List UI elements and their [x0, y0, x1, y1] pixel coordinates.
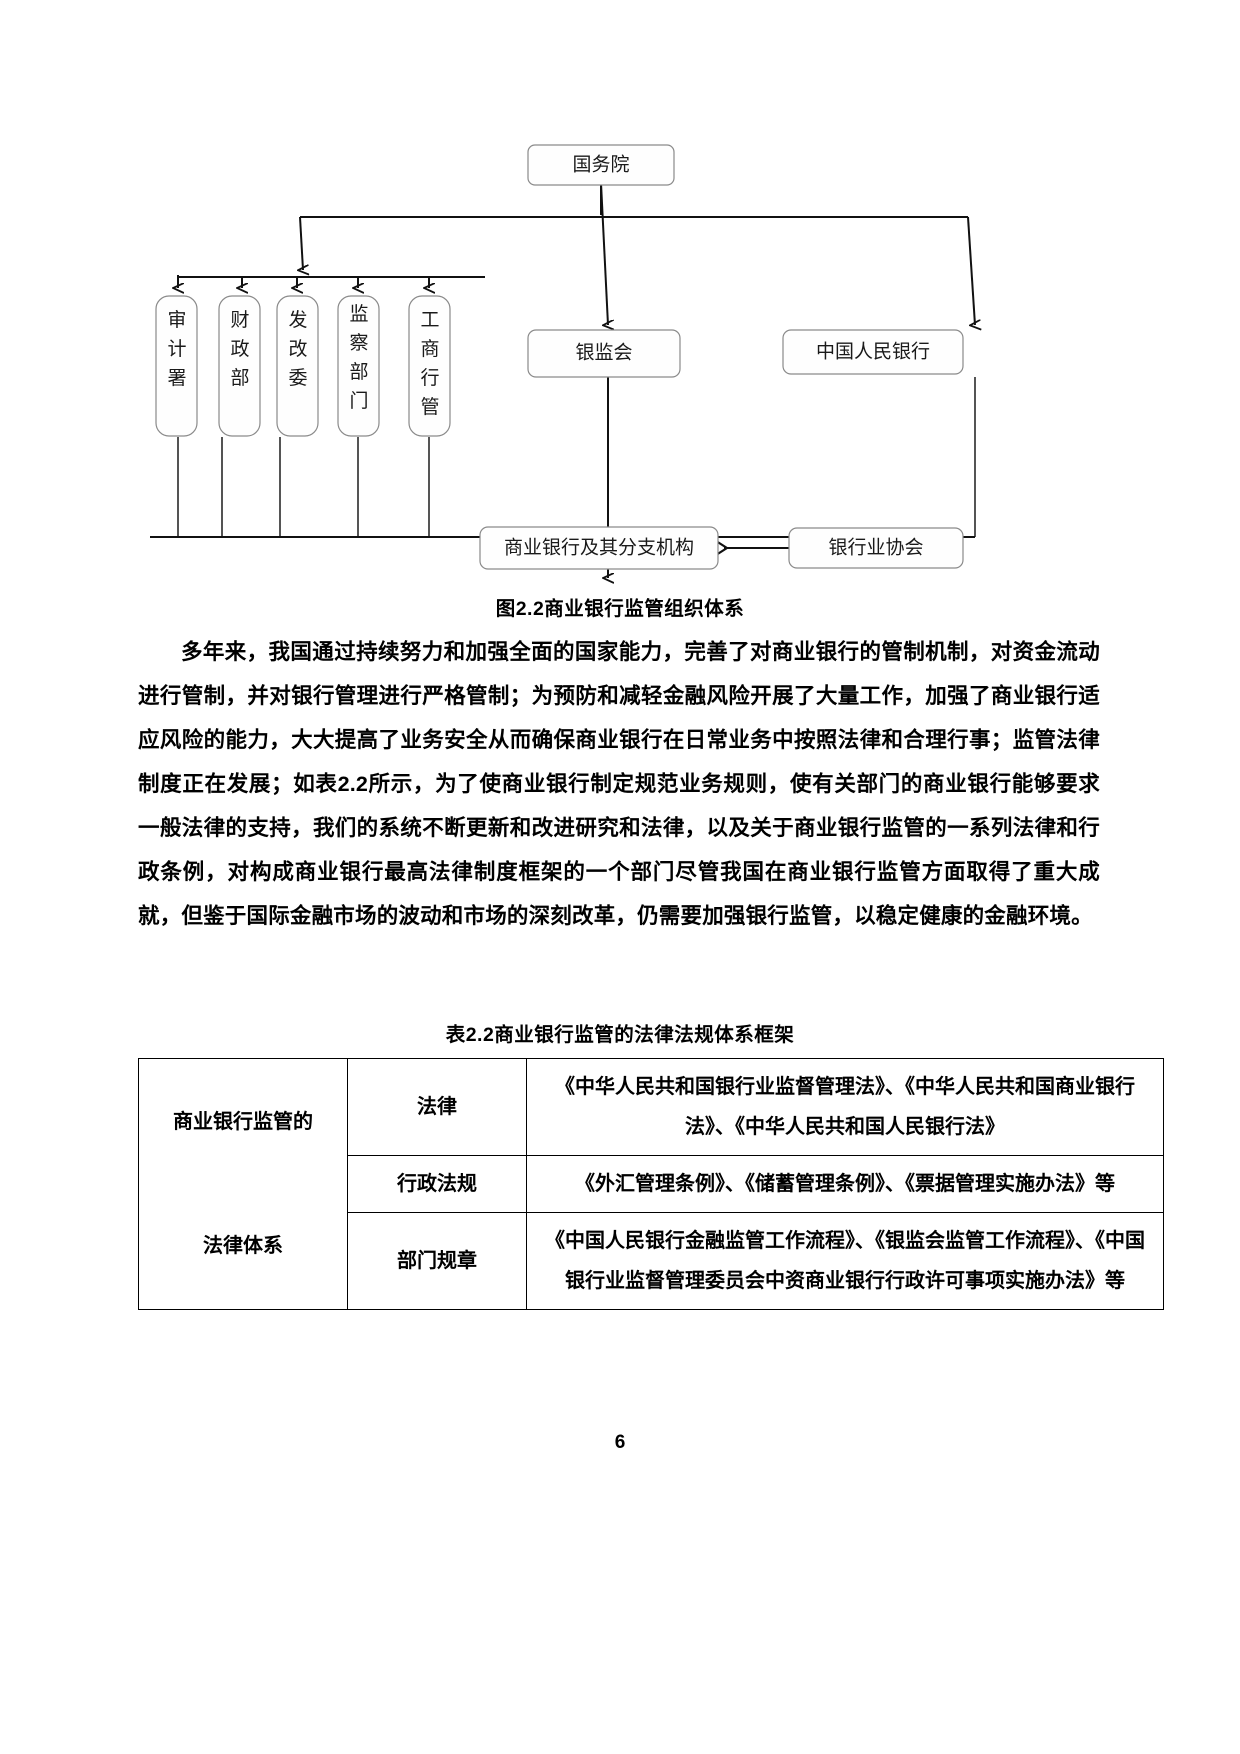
diagram-node-commercial-banks: 商业银行及其分支机构 — [479, 526, 719, 570]
svg-text:部: 部 — [230, 367, 249, 389]
svg-text:工: 工 — [420, 310, 439, 331]
table-cell-content: 《中华人民共和国银行业监督管理法》、《中华人民共和国商业银行法》、《中华人民共和… — [526, 1058, 1164, 1156]
table-row-label-line1: 商业银行监管的 — [173, 1111, 313, 1133]
svg-text:行: 行 — [420, 367, 439, 389]
svg-text:政: 政 — [230, 338, 249, 360]
table-caption: 表2.2商业银行监管的法律法规体系框架 — [445, 1024, 795, 1046]
node-label-commercial-banks: 商业银行及其分支机构 — [504, 536, 694, 558]
legal-framework-table-wrapper: 商业银行监管的 法律体系 法律 《中华人民共和国银行业监督管理法》、《中华人民共… — [138, 1058, 1164, 1310]
node-label-state-council: 国务院 — [572, 153, 629, 175]
svg-text:财: 财 — [230, 309, 249, 331]
svg-text:计: 计 — [167, 338, 186, 360]
table-cell-category: 行政法规 — [347, 1155, 527, 1213]
diagram-node-banking-association: 银行业协会 — [788, 527, 964, 569]
diagram-node-audit: 审 计 署 — [155, 295, 198, 437]
body-paragraph: 多年来，我国通过持续努力和加强全面的国家能力，完善了对商业银行的管制机制，对资金… — [138, 640, 1100, 928]
table-row: 商业银行监管的 法律体系 法律 《中华人民共和国银行业监督管理法》、《中华人民共… — [138, 1058, 1164, 1310]
table-cell-content: 《中国人民银行金融监管工作流程》、《银监会监管工作流程》、《中国银行业监督管理委… — [526, 1212, 1164, 1310]
svg-text:商: 商 — [420, 338, 439, 360]
diagram-node-ndrc: 发 改 委 — [276, 295, 319, 437]
table-row-label-cell: 商业银行监管的 法律体系 — [138, 1058, 348, 1310]
svg-text:部: 部 — [349, 361, 368, 383]
svg-text:察: 察 — [349, 332, 368, 354]
svg-text:监: 监 — [349, 303, 368, 325]
diagram-node-pboc: 中国人民银行 — [782, 329, 964, 375]
diagram-node-cbrc: 银监会 — [527, 329, 681, 378]
legal-framework-table: 商业银行监管的 法律体系 法律 《中华人民共和国银行业监督管理法》、《中华人民共… — [138, 1058, 1164, 1310]
diagram-node-state-council: 国务院 — [527, 144, 675, 186]
diagram-node-industry-commerce: 工 商 行 管 — [408, 295, 451, 437]
node-label-cbrc: 银监会 — [575, 341, 632, 363]
table-row: 部门规章 《中国人民银行金融监管工作流程》、《银监会监管工作流程》、《中国银行业… — [139, 1212, 1164, 1310]
table-row-label-line2: 法律体系 — [203, 1235, 283, 1257]
svg-text:署: 署 — [167, 368, 186, 389]
diagram-node-finance: 财 政 部 — [218, 295, 261, 437]
page-number: 6 — [614, 1432, 626, 1453]
body-paragraph-container: 多年来，我国通过持续努力和加强全面的国家能力，完善了对商业银行的管制机制，对资金… — [138, 630, 1100, 938]
organization-diagram: 国务院 审 计 署 财 政 部 发 改 委 — [0, 0, 1240, 600]
node-label-pboc: 中国人民银行 — [816, 340, 930, 362]
svg-text:委: 委 — [288, 367, 307, 389]
svg-text:门: 门 — [349, 390, 368, 412]
table-row: 行政法规 《外汇管理条例》、《储蓄管理条例》、《票据管理实施办法》等 — [139, 1155, 1164, 1213]
table-cell-category: 部门规章 — [347, 1212, 527, 1310]
svg-text:发: 发 — [288, 309, 307, 331]
svg-text:审: 审 — [167, 309, 186, 331]
diagram-node-supervision: 监 察 部 门 — [337, 295, 380, 437]
svg-text:改: 改 — [288, 338, 307, 360]
figure-caption: 图2.2商业银行监管组织体系 — [495, 598, 745, 620]
node-label-banking-association: 银行业协会 — [828, 536, 923, 558]
table-cell-content: 《外汇管理条例》、《储蓄管理条例》、《票据管理实施办法》等 — [526, 1155, 1164, 1213]
svg-text:管: 管 — [420, 396, 439, 418]
table-cell-category: 法律 — [347, 1058, 527, 1156]
